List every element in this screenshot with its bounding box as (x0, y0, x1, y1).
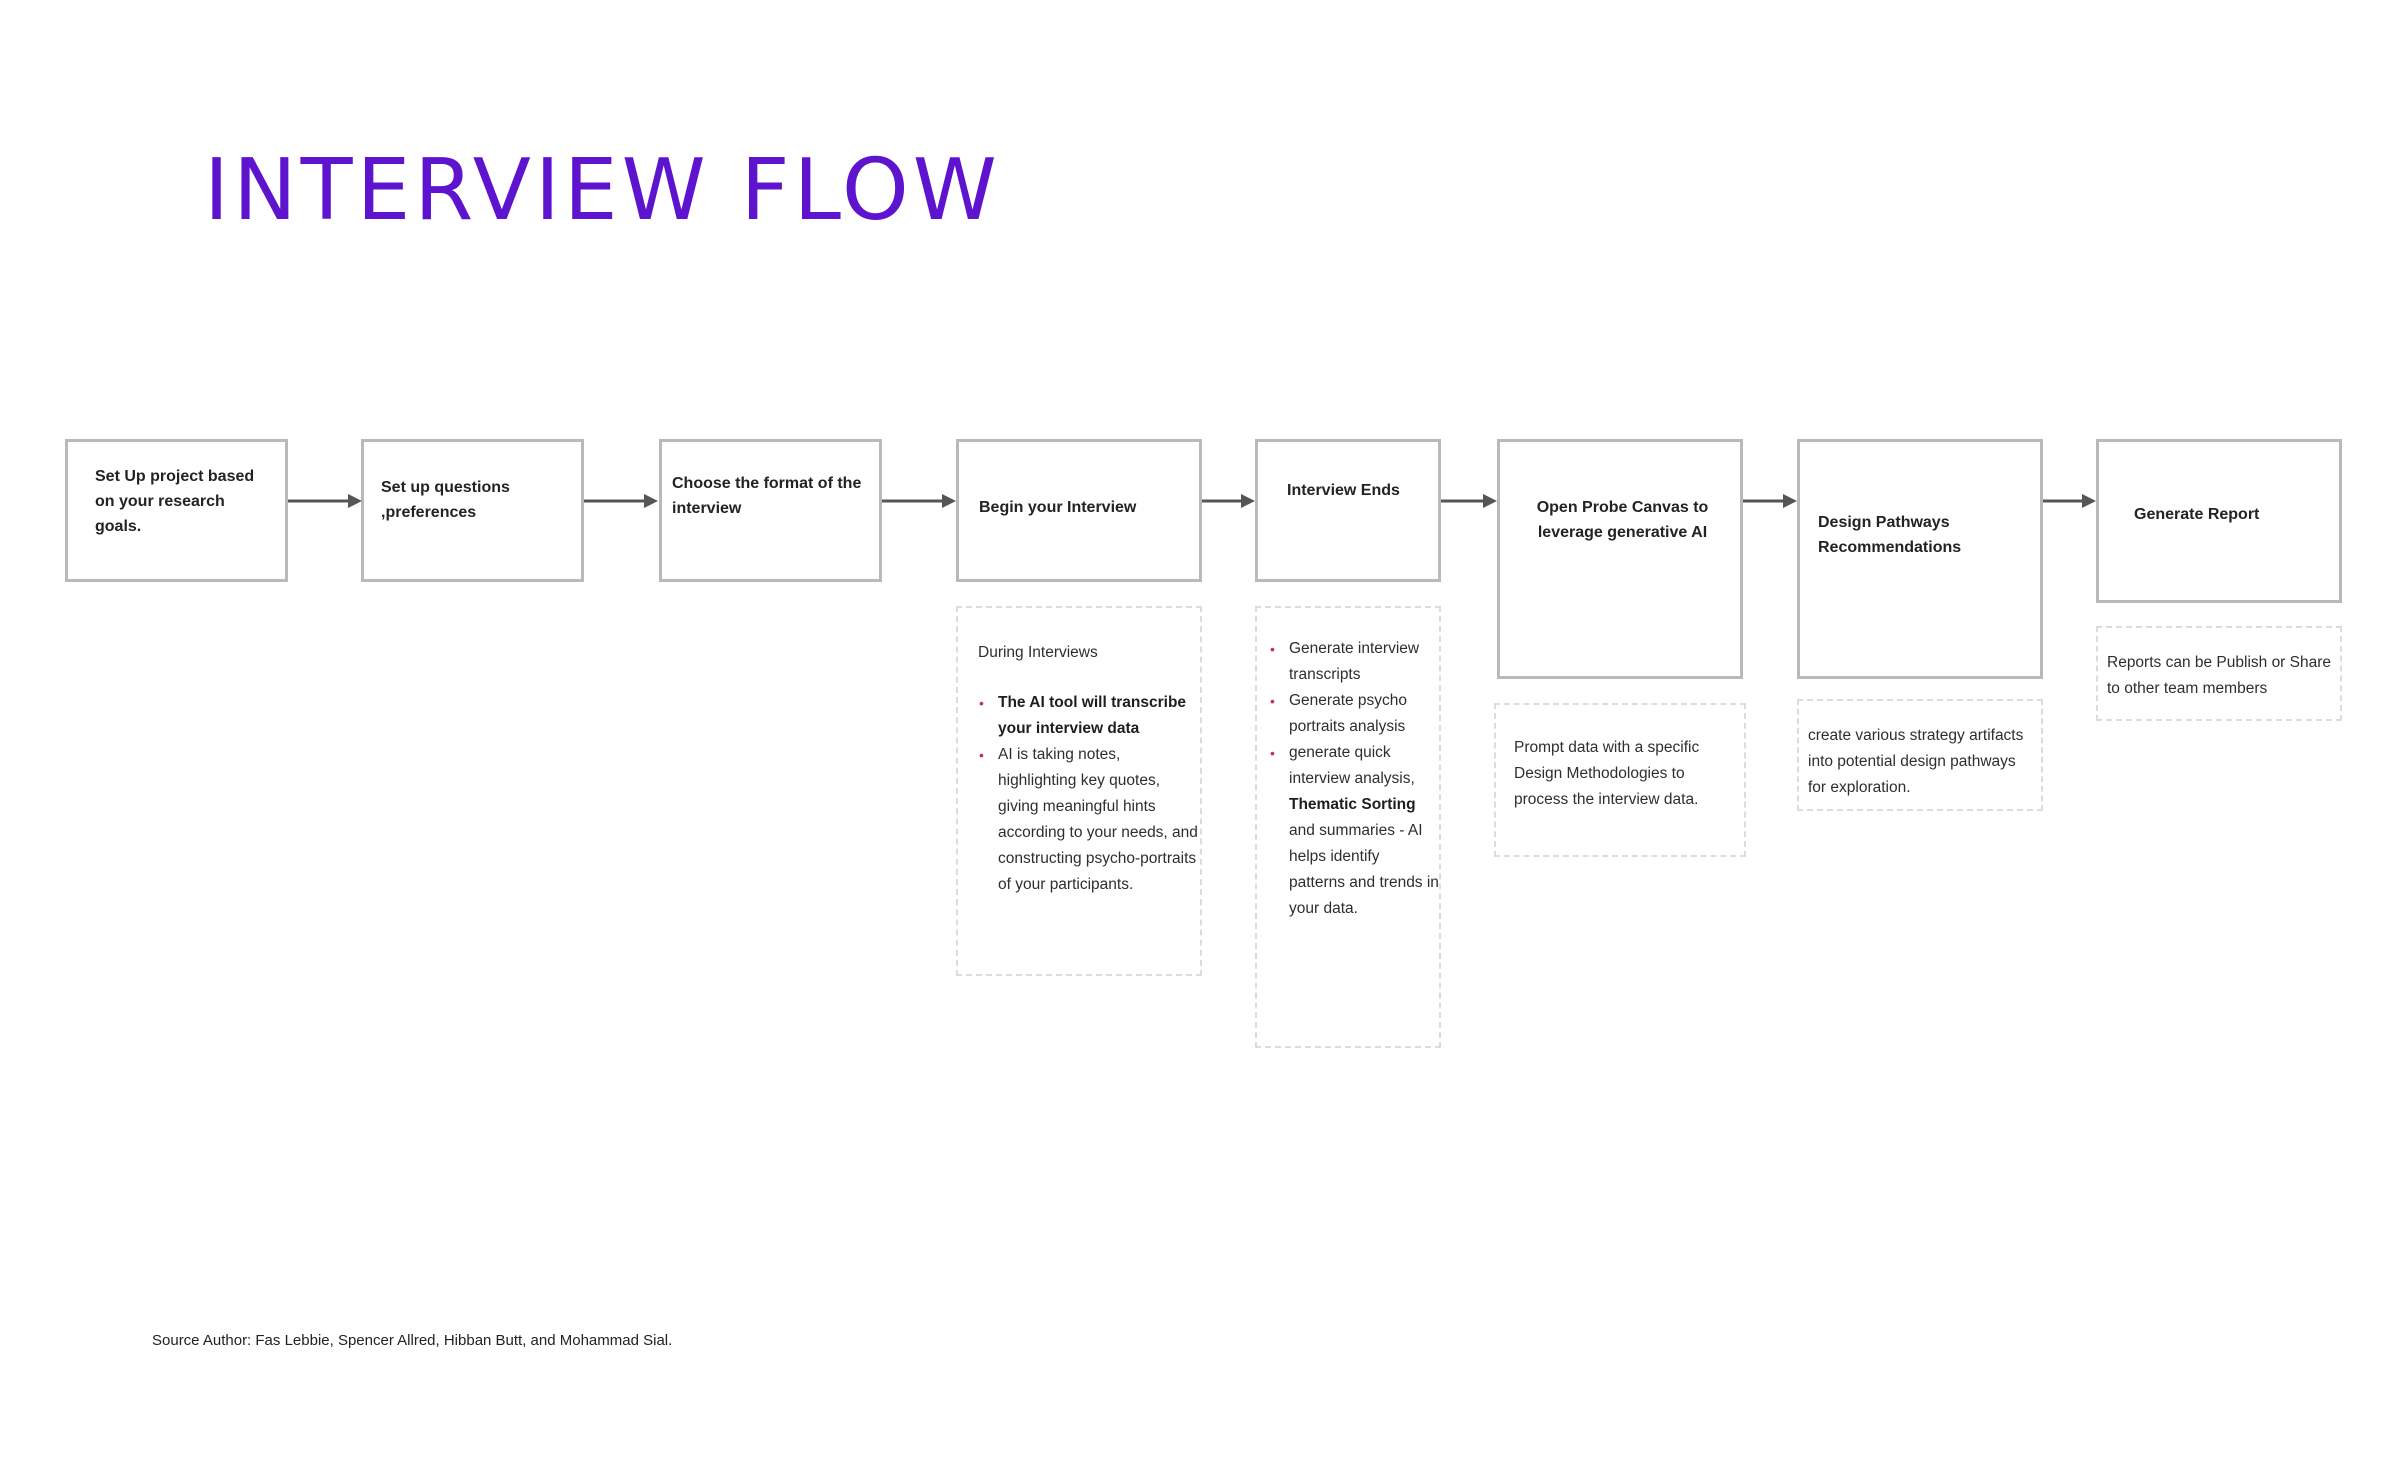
step-setup-questions-label: Set up questions ,preferences (381, 479, 510, 521)
arrow-3-to-4 (882, 494, 956, 508)
note-interview-ends: Generate interview transcripts Generate … (1255, 606, 1441, 1048)
arrow-7-to-8 (2043, 494, 2096, 508)
note-design-pathways: create various strategy artifacts into p… (1797, 699, 2043, 811)
step-interview-ends-label: Interview Ends (1287, 482, 1400, 499)
step-design-pathways-label: Design Pathways Recommendations (1818, 514, 1962, 556)
source-credit: Source Author: Fas Lebbie, Spencer Allre… (152, 1332, 673, 1349)
step-interview-ends: Interview Ends (1255, 439, 1441, 582)
note-probe-canvas-text: Prompt data with a specific Design Metho… (1514, 739, 1700, 808)
list-item: AI is taking notes, highlighting key quo… (978, 742, 1198, 898)
arrow-6-to-7 (1743, 494, 1797, 508)
note-design-pathways-text: create various strategy artifacts into p… (1808, 727, 2024, 796)
step-setup-project-label: Set Up project based on your research go… (95, 468, 255, 535)
step-setup-project: Set Up project based on your research go… (65, 439, 288, 582)
step-generate-report: Generate Report (2096, 439, 2342, 603)
step-generate-report-label: Generate Report (2134, 506, 2260, 523)
step-begin-interview-label: Begin your Interview (979, 499, 1137, 516)
list-item: Generate interview transcripts (1269, 636, 1439, 688)
note-generate-report: Reports can be Publish or Share to other… (2096, 626, 2342, 721)
list-item: Generate psycho portraits analysis (1269, 688, 1439, 740)
step-setup-questions: Set up questions ,preferences (361, 439, 584, 582)
note-interview-ends-list: Generate interview transcripts Generate … (1269, 636, 1439, 922)
arrow-5-to-6 (1441, 494, 1497, 508)
step-open-probe-canvas-label: Open Probe Canvas to leverage generative… (1536, 499, 1709, 541)
arrow-2-to-3 (584, 494, 658, 508)
note-during-interviews: During Interviews The AI tool will trans… (956, 606, 1202, 976)
step-begin-interview: Begin your Interview (956, 439, 1202, 582)
step-open-probe-canvas: Open Probe Canvas to leverage generative… (1497, 439, 1743, 679)
step-choose-format: Choose the format of the interview (659, 439, 882, 582)
note-during-interviews-list: The AI tool will transcribe your intervi… (978, 690, 1198, 898)
list-item: generate quick interview analysis, Thema… (1269, 740, 1439, 922)
step-design-pathways: Design Pathways Recommendations (1797, 439, 2043, 679)
note-probe-canvas: Prompt data with a specific Design Metho… (1494, 703, 1746, 857)
list-item: The AI tool will transcribe your intervi… (978, 690, 1198, 742)
page-title: INTERVIEW FLOW (204, 141, 1001, 240)
arrow-4-to-5 (1202, 494, 1255, 508)
note-during-interviews-heading: During Interviews (978, 644, 1098, 661)
step-choose-format-label: Choose the format of the interview (672, 475, 862, 517)
arrow-1-to-2 (288, 494, 362, 508)
note-generate-report-text: Reports can be Publish or Share to other… (2107, 654, 2332, 697)
